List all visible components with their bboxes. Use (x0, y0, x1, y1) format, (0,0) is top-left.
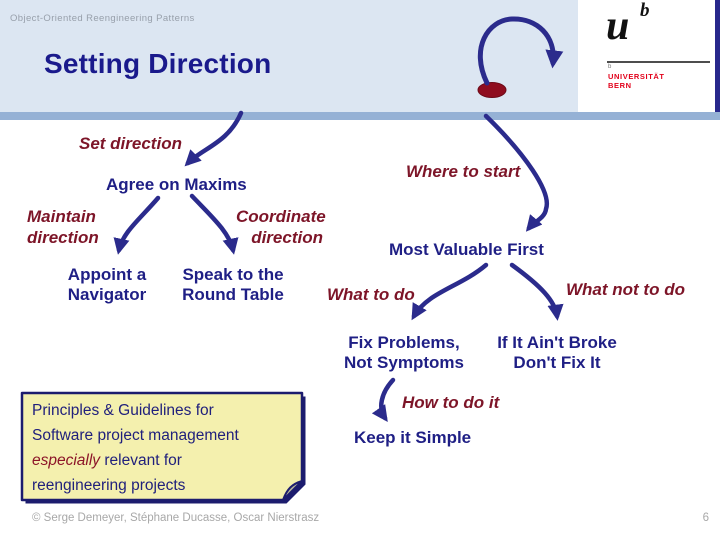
header-divider-band (0, 112, 720, 120)
arrow-coordinate-direction (189, 193, 239, 255)
arrow-what-not-to-do (509, 262, 564, 321)
note-line-1: Principles & Guidelines for (32, 402, 214, 419)
pattern-keep-it-simple: Keep it Simple (354, 428, 472, 447)
right-edge-bar (715, 0, 720, 112)
pattern-most-valuable-first: Most Valuable First (389, 240, 544, 259)
note-line-3-rest: relevant for (104, 452, 182, 469)
label-maintain-direction: Maintain direction (27, 207, 99, 247)
arrow-how-to-do-it (371, 377, 396, 422)
arrow-what-to-do (411, 262, 489, 321)
arrow-set-direction (184, 110, 244, 167)
pattern-appoint-a-navigator: Appoint a Navigator (67, 265, 147, 304)
logo-b-glyph: b (640, 0, 650, 21)
label-coordinate-direction: Coordinate direction (236, 207, 326, 247)
label-what-to-do: What to do (327, 285, 415, 304)
note-emphasis: especially (32, 452, 101, 469)
logo-bern-label: BERN (608, 81, 632, 90)
pattern-fix-problems-not-symptoms: Fix Problems, Not Symptoms (344, 333, 464, 372)
logo-small-mark: b (608, 64, 612, 70)
label-what-not-to-do: What not to do (566, 280, 685, 299)
university-logo: u b b UNIVERSITÄT BERN (578, 0, 715, 112)
arrow-maintain-direction (113, 195, 161, 255)
copyright-footer: © Serge Demeyer, Stéphane Ducasse, Oscar… (32, 512, 320, 524)
label-where-to-start: Where to start (406, 162, 521, 181)
note-line-3: especially relevant for (32, 448, 290, 473)
sticky-note-text: Principles & Guidelines for Software pro… (32, 398, 290, 498)
logo-universitat-label: UNIVERSITÄT (608, 72, 665, 81)
page-number: 6 (702, 512, 709, 524)
page-title: Setting Direction (44, 48, 272, 79)
pattern-speak-to-the-round-table: Speak to the Round Table (182, 265, 284, 304)
logo-u-glyph: u (606, 3, 630, 49)
note-line-4: reengineering projects (32, 477, 186, 494)
course-title: Object-Oriented Reengineering Patterns (10, 13, 195, 24)
label-how-to-do-it: How to do it (402, 393, 500, 412)
logo-divider (607, 61, 710, 63)
pattern-if-it-aint-broke: If It Ain't Broke Don't Fix It (497, 333, 617, 372)
label-set-direction: Set direction (79, 134, 182, 153)
note-line-2: Software project management (32, 427, 239, 444)
pattern-agree-on-maxims: Agree on Maxims (106, 175, 247, 194)
